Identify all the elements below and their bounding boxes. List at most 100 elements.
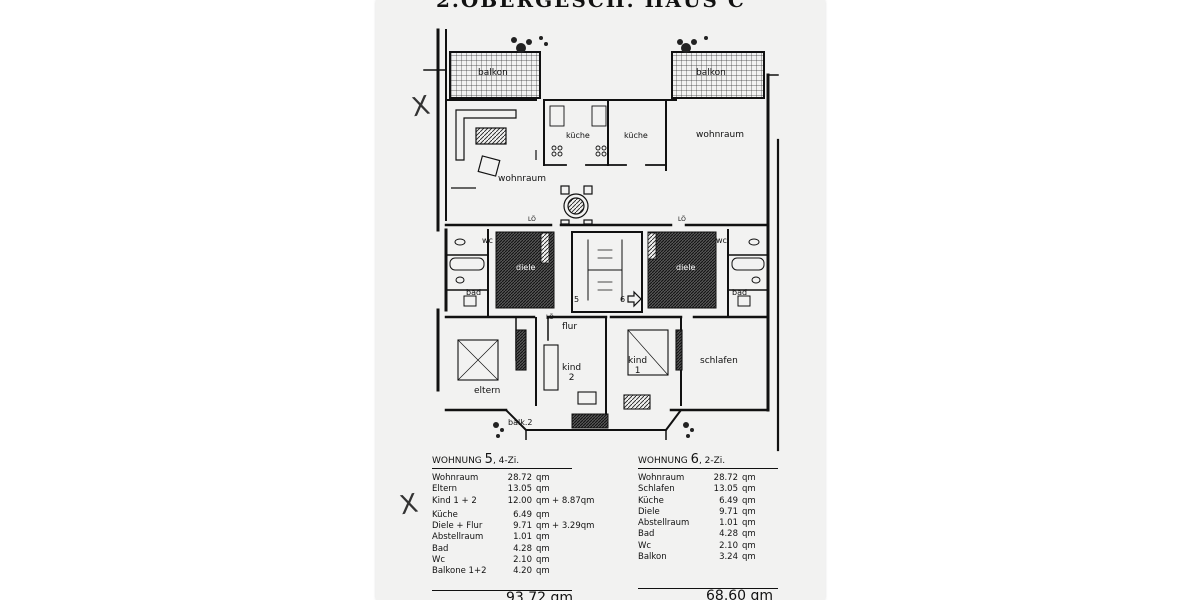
- area-value: 2.10: [719, 540, 738, 551]
- balcony-right: [671, 51, 765, 99]
- wohnung-5-suffix: , 4-Zi.: [492, 456, 520, 466]
- area-row: Eltern 13.05 qm: [432, 484, 572, 495]
- area-unit: qm: [536, 484, 550, 495]
- area-row: Küche 6.49 qm: [638, 496, 778, 507]
- wohnung-5-total: 93.72 qm: [506, 590, 574, 600]
- label-balkon-left: balkon: [478, 68, 508, 78]
- area-name: Wc: [638, 540, 652, 551]
- label-balk-2: balk.2: [508, 418, 533, 427]
- label-diele-left: diele: [516, 263, 536, 272]
- area-name: Bad: [432, 543, 449, 554]
- area-name: Wohnraum: [432, 473, 479, 483]
- handwritten-x-mark-bottom: X: [397, 488, 421, 522]
- area-value: 12.00: [507, 495, 532, 506]
- area-value: 1.01: [719, 518, 738, 529]
- label-kind-2: kind 2: [562, 363, 582, 383]
- wohnung-6-total: 68.60 qm: [706, 588, 774, 600]
- area-value: 9.71: [513, 521, 532, 532]
- wohnung-5-heading: WOHNUNG 5, 4-Zi.: [432, 452, 572, 469]
- area-value: 9.71: [719, 506, 738, 517]
- area-row: Schlafen 13.05 qm: [638, 484, 778, 495]
- area-unit: qm: [536, 532, 550, 543]
- label-wc-left: wc: [482, 236, 493, 245]
- label-lo-1: LÖ: [528, 216, 536, 223]
- area-row: Diele 9.71 qm: [638, 507, 778, 518]
- area-value: 13.05: [507, 484, 532, 495]
- label-schlafen: schlafen: [700, 356, 738, 366]
- label-wohnraum-left: wohnraum: [498, 174, 546, 184]
- diele-right-floor: [647, 231, 717, 309]
- area-value: 4.28: [719, 529, 738, 540]
- area-value: 1.01: [513, 532, 532, 543]
- area-name: Kind 1 + 2: [432, 495, 477, 506]
- label-flur: flur: [562, 322, 578, 332]
- area-name: Balkon: [638, 552, 667, 563]
- area-name: Schlafen: [638, 484, 675, 495]
- label-door-5: 5: [574, 295, 580, 304]
- area-unit: qm: [536, 543, 550, 554]
- label-kind-1: kind 1: [628, 356, 648, 376]
- floor-plan-document: 2.OBERGESCH. HAUS C: [376, 0, 825, 600]
- area-name: Eltern: [432, 484, 458, 495]
- label-balkon-right: balkon: [696, 68, 726, 78]
- balcony-left: [449, 51, 541, 99]
- wohnung-5-table: WOHNUNG 5, 4-Zi. Wohnraum 28.72 qm Eltern 13…: [432, 452, 594, 578]
- area-unit: qm: [536, 509, 550, 520]
- area-value: 28.72: [713, 473, 738, 483]
- area-unit: qm: [536, 555, 550, 566]
- area-extra: + 3.29qm: [552, 521, 595, 532]
- area-value: 6.49: [719, 495, 738, 506]
- area-unit: qm: [742, 484, 756, 495]
- label-kueche-right: küche: [624, 131, 648, 140]
- label-lo-3: LÖ: [546, 314, 554, 321]
- area-row: Abstellraum 1.01 qm: [432, 532, 572, 543]
- area-row: Balkon 3.24 qm: [638, 552, 778, 563]
- area-name: Abstellraum: [432, 532, 484, 543]
- area-unit: qm: [742, 495, 756, 506]
- wohnung-6-heading-prefix: WOHNUNG: [638, 456, 688, 466]
- area-value: 13.05: [713, 484, 738, 495]
- area-value: 28.72: [507, 473, 532, 483]
- wohnung-6-heading: WOHNUNG 6, 2-Zi.: [638, 452, 778, 469]
- area-extra: + 8.87qm: [552, 495, 595, 506]
- area-value: 4.20: [513, 566, 532, 577]
- floor-plan-drawing: [423, 28, 780, 452]
- wohnung-6-suffix: , 2-Zi.: [698, 456, 726, 466]
- label-bad-right: bad: [732, 288, 748, 297]
- area-unit: qm: [742, 552, 756, 563]
- area-name: Wohnraum: [638, 473, 685, 483]
- area-row: Küche 6.49 qm: [432, 510, 572, 521]
- area-name: Küche: [432, 509, 458, 520]
- area-value: 3.24: [719, 552, 738, 563]
- area-unit: qm: [742, 518, 756, 529]
- wohnung-5-number: 5: [484, 452, 493, 467]
- area-value: 6.49: [513, 509, 532, 520]
- label-door-6: 6: [620, 295, 626, 304]
- area-unit: qm: [742, 529, 756, 540]
- area-name: Balkone 1+2: [432, 566, 487, 577]
- area-name: Diele: [638, 506, 660, 517]
- label-wohnraum-right: wohnraum: [696, 130, 744, 140]
- wall-left-outer: [436, 28, 448, 392]
- label-diele-right: diele: [676, 263, 696, 272]
- label-kueche-left: küche: [566, 131, 590, 140]
- area-name: Küche: [638, 495, 664, 506]
- area-name: Diele + Flur: [432, 521, 483, 532]
- area-unit: qm: [742, 506, 756, 517]
- wohnung-6-number: 6: [690, 452, 699, 467]
- area-name: Abstellraum: [638, 518, 690, 529]
- area-name: Bad: [638, 529, 655, 540]
- label-eltern: eltern: [474, 386, 501, 396]
- document-title: 2.OBERGESCH. HAUS C: [436, 0, 746, 12]
- area-row: Abstellraum 1.01 qm: [638, 518, 778, 529]
- area-value: 2.10: [513, 555, 532, 566]
